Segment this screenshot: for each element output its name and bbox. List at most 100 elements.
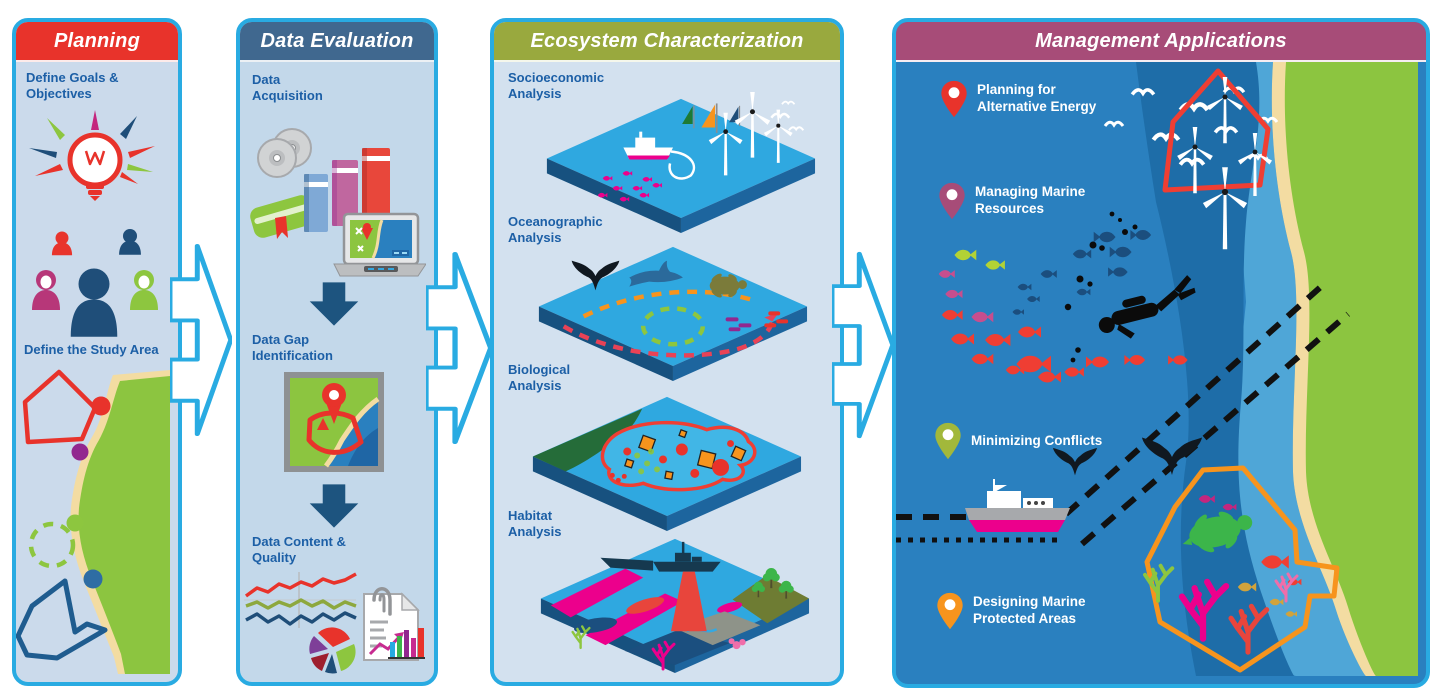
biological-scene [532,396,802,531]
survey-swath-magenta [585,593,683,646]
panel-title: Ecosystem Characterization [530,30,804,52]
sediment-gray [674,611,761,646]
data-gap-map-icon [284,372,384,472]
study-area-map [16,369,170,674]
nearshore-light-water [1232,62,1366,676]
lightbulb-icon [29,110,155,201]
map-pin-icon [941,80,967,118]
label-biological: Biological Analysis [508,362,571,393]
fishing-boat-icon [623,131,696,180]
idea-rays [29,110,155,184]
sea-turtle-icon [709,273,747,298]
books-icon [304,148,390,232]
panel-title: Planning [53,30,141,52]
label-define-study-area: Define the Study Area [24,342,159,357]
data-acquisition-icons [250,128,426,277]
sidescan-magenta [717,601,743,613]
sidescan-red [626,597,665,614]
label-socioeconomic: Socioeconomic Analysis [508,70,605,101]
panel-data-evaluation-body: Data Acquisition [240,62,434,682]
panel-header-ecosystem: Ecosystem Characterization [494,22,840,62]
study-polygon-red [22,369,98,445]
data-quality-icons [244,572,425,674]
panel-title: Data Evaluation [260,30,414,52]
panel-management-body: Planning for Alternative Energy Managing… [896,62,1426,684]
habitat-scene [540,538,810,673]
app-planning-alt-energy: Planning for Alternative Energy [940,80,1109,118]
app-label: Planning for Alternative Energy [977,82,1097,114]
app-label: Designing Marine Protected Areas [973,594,1086,626]
open-book-icon [250,195,315,239]
flow-arrow [170,243,232,437]
label-data-gap: Data Gap Identification [252,332,333,363]
site-dot-blue [83,569,103,589]
label-data-acquisition: Data Acquisition [252,72,323,103]
laptop-map-icon [333,212,426,277]
scuba-diver-icon [1098,275,1196,339]
plankton-purple [725,317,752,332]
app-designing-mpa: Designing Marine Protected Areas [936,592,1105,630]
survey-ship-icon [600,541,721,572]
panel-ecosystem-characterization: Ecosystem Characterization Socioeconomic… [490,18,844,686]
person-red [51,231,73,256]
person-navy-small [119,228,141,255]
label-data-content-quality: Data Content & Quality [252,534,346,565]
panel-management-applications: Management Applications [892,18,1430,688]
person-navy-large [70,268,118,337]
offshore-dark-water [1136,62,1294,676]
map-pin-icon [937,592,963,630]
study-circle-green-dashed [28,521,76,569]
observation-dots-green [634,448,661,475]
location-pin [322,383,346,424]
app-minimizing-conflicts: Minimizing Conflicts [934,422,1103,460]
app-label: Managing Marine Resources [975,184,1086,216]
site-dot-purple [71,443,89,461]
panel-planning: Planning Define Goals & Objectives [12,18,182,686]
panel-planning-body: Define Goals & Objectives [16,62,178,682]
map-pin-icon [939,182,965,220]
cd-stack-icon [257,128,312,178]
panel-title: Management Applications [1035,30,1287,52]
flow-arrow [426,251,492,445]
bubbles [1064,211,1138,363]
gap-triangle [317,418,329,430]
current-red-dashed [562,320,775,358]
site-dot-green [66,514,84,532]
management-map-scene [896,62,1418,676]
shipping-lanes [896,281,1350,547]
panel-header-management: Management Applications [896,22,1426,62]
seagulls [770,100,805,132]
panel-header-planning: Planning [16,22,178,62]
gap-polygon [306,410,364,455]
mpa-polygon [1144,465,1340,673]
down-arrow-icon [309,484,359,528]
sample-squares-orange [624,428,747,481]
land-corner [532,408,643,472]
fish-dashes-red [764,311,789,328]
line-chart-icon [244,572,357,628]
anemone-pink [728,638,746,650]
panel-header-data-evaluation: Data Evaluation [240,22,434,62]
survey-swath-magenta [550,568,644,618]
pie-chart-icon [309,627,356,674]
land [78,376,170,674]
land [1284,62,1418,676]
observation-dots-red [609,440,734,483]
person-magenta [32,270,60,310]
stakeholders-icon [32,228,158,337]
map-pin-icon [935,422,961,460]
study-polygon-navy [16,578,108,661]
panel-data-evaluation: Data Evaluation Data Acquisition [236,18,438,686]
socioeconomic-scene [546,91,816,233]
site-dot-red [91,396,111,416]
sonar-beam [670,571,707,632]
report-document-icon [363,587,425,661]
label-habitat: Habitat Analysis [508,508,562,539]
ship-icon [965,479,1070,532]
label-define-goals: Define Goals & Objectives [26,70,119,101]
oceanographic-scene [538,246,808,381]
app-label: Minimizing Conflicts [971,432,1103,448]
person-green [130,270,158,310]
green-sea-turtle-icon [1182,511,1253,553]
